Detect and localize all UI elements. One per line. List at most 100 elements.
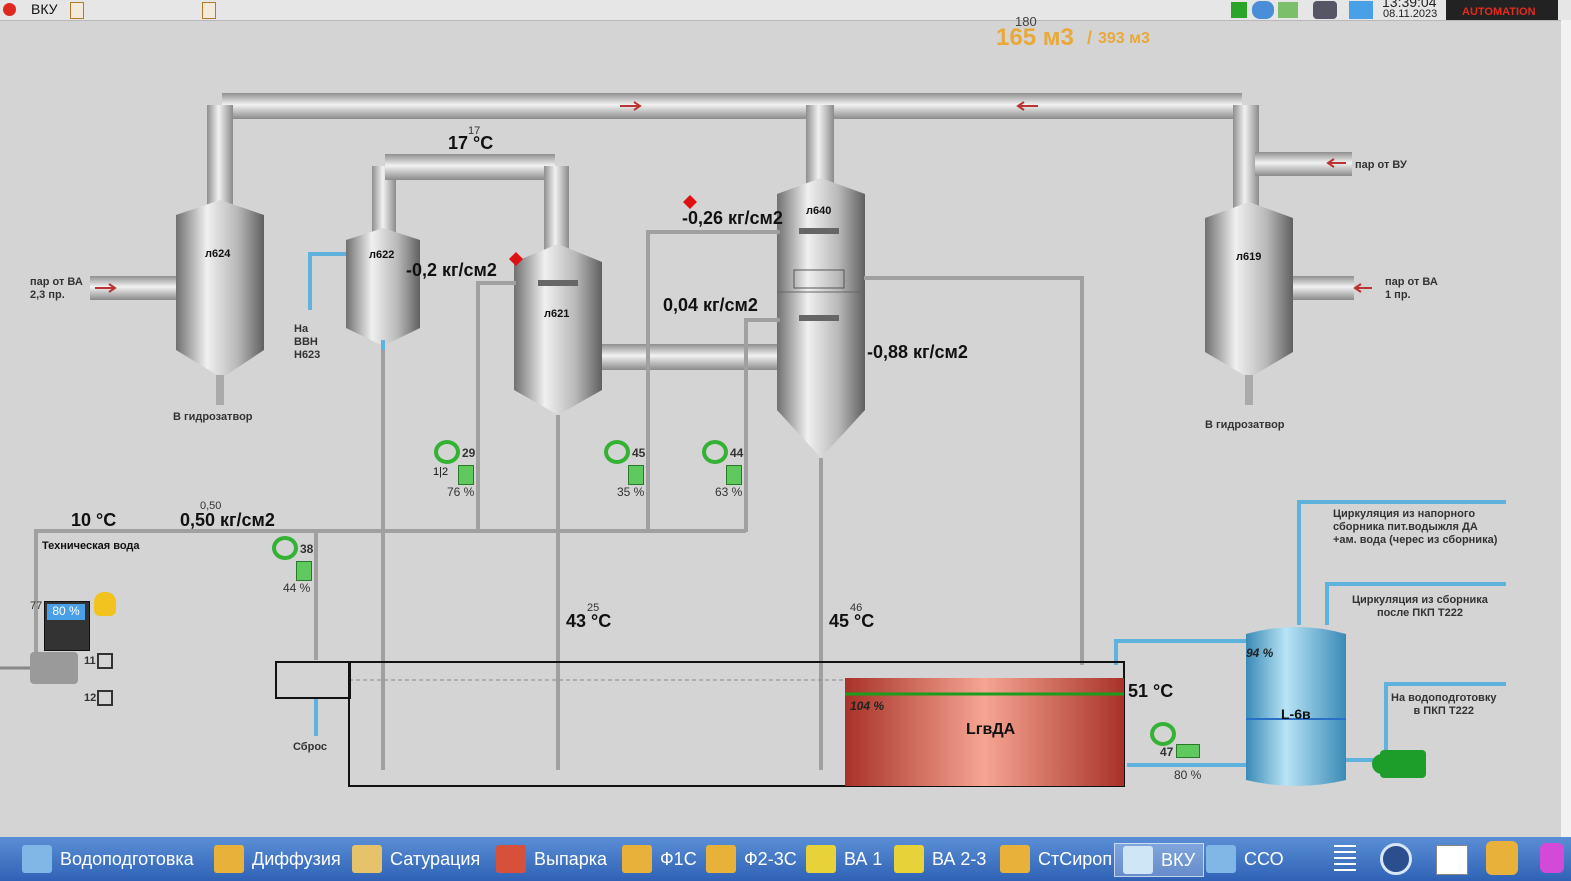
tab-saturaciya[interactable]: Сатурация [352, 843, 480, 875]
tab-va23[interactable]: ВА 2-3 [894, 843, 986, 875]
vessel-l619 [1205, 202, 1293, 378]
control-valve-47[interactable]: 47 80 % [1148, 722, 1208, 782]
steam-vu-label: пар от ВУ [1355, 159, 1407, 171]
alarm-diamond [509, 252, 523, 266]
header-pipe [222, 93, 1242, 119]
motor-switch-icon[interactable] [97, 690, 113, 706]
steam-va23-label: пар от ВА 2,3 пр. [30, 276, 83, 301]
motor-num-11: 11 [84, 655, 96, 667]
vessel-l621 [514, 244, 602, 415]
trend-chart-icon[interactable] [1436, 845, 1468, 875]
tank-lgvda-label: LгвДА [966, 721, 1016, 738]
valve-pct: 35 % [617, 485, 645, 499]
overflow-box [275, 661, 351, 699]
network-icon[interactable] [1278, 2, 1298, 18]
control-valve-38[interactable]: 38 44 % [270, 536, 330, 596]
clock-time: 13:39:04 [1382, 0, 1437, 10]
gear-icon[interactable] [1380, 843, 1412, 875]
tab-vodopodgotovka[interactable]: Водоподготовка [22, 843, 194, 875]
water-treatment-icon [22, 845, 52, 873]
tab-vku[interactable]: ВКУ [1114, 843, 1205, 877]
refresh-icon [1150, 722, 1176, 746]
tab-f1s[interactable]: Ф1С [622, 843, 697, 875]
mail-icon[interactable] [1349, 1, 1373, 19]
valve-pct: 80 % [1174, 768, 1202, 782]
to-water-label: На водоподготовку в ПКП Т222 [1391, 692, 1497, 717]
volume-main: 165 м3 [996, 24, 1074, 51]
pipe-l621-l640 [600, 344, 780, 370]
control-valve-44[interactable]: 44 63 % [700, 440, 760, 500]
tab-f23s[interactable]: Ф2-3С [706, 843, 797, 875]
chat-icon[interactable] [1252, 1, 1274, 19]
brand-text: AUTOMATION [1462, 6, 1536, 18]
menu-icon[interactable] [1334, 845, 1356, 873]
pump-level: 80 % [47, 604, 85, 620]
refresh-icon [272, 536, 298, 560]
pipe-cross-top [385, 154, 555, 180]
volume-sep: / [1087, 28, 1093, 48]
valve-id: 38 [300, 542, 314, 556]
vku-icon [1123, 846, 1153, 874]
touch-icon[interactable] [1540, 843, 1564, 873]
valve-pre: 1|2 [433, 466, 449, 478]
report-icon[interactable] [70, 2, 84, 19]
report-icon[interactable] [202, 2, 216, 19]
vessel-l622-label: л622 [369, 249, 395, 261]
vessel-l621-label: л621 [544, 308, 570, 320]
tab-diffuziya[interactable]: Диффузия [214, 843, 341, 875]
volume-total: 393 м3 [1098, 30, 1150, 47]
circ2-label: Циркуляция из сборника после ПКП Т222 [1352, 594, 1488, 619]
evaporation-icon [496, 845, 526, 873]
add-icon[interactable] [1231, 2, 1247, 18]
valve-id: 45 [632, 446, 646, 460]
motor-switch-icon[interactable] [97, 653, 113, 669]
sso-icon [1206, 845, 1236, 873]
circ1-label: Циркуляция из напорного сборника пит.вод… [1333, 508, 1498, 546]
press-mid: 0,04 кг/см2 [663, 295, 758, 315]
temp-45-small: 46 [850, 602, 863, 614]
pipe-down-l619 [1233, 105, 1259, 210]
hand-icon[interactable] [94, 592, 116, 616]
steam-va1-label: пар от ВА 1 пр. [1385, 276, 1438, 301]
vessel-l640-label: л640 [806, 205, 832, 217]
temp-43-small: 25 [587, 602, 600, 614]
refresh-icon [702, 440, 728, 464]
press-l640-top: -0,26 кг/см2 [682, 208, 783, 228]
brand-logo [1446, 0, 1558, 20]
pipe-l621-top [544, 166, 569, 251]
valve-body-icon [296, 561, 312, 581]
engineer-icon[interactable] [1486, 841, 1518, 875]
valve-body-icon [1176, 744, 1200, 758]
temp-water: 10 °С [71, 510, 117, 530]
tab-stsirop[interactable]: СтСироп [1000, 843, 1112, 875]
control-valve-29[interactable]: 29 1|2 76 % [432, 440, 492, 500]
tab-va1[interactable]: ВА 1 [806, 843, 882, 875]
valve-pct: 76 % [447, 485, 475, 499]
process-diagram [0, 93, 1506, 787]
va1-icon [806, 845, 836, 873]
saturation-icon [352, 845, 382, 873]
tab-sso[interactable]: ССО [1206, 843, 1284, 875]
tank-level: 104 % [850, 699, 885, 713]
valve-body-icon [628, 465, 644, 485]
control-valve-45[interactable]: 45 35 % [602, 440, 662, 500]
level-display[interactable]: 80 % [44, 601, 90, 651]
pipe-down-l624 [207, 105, 233, 210]
user-icon[interactable] [1313, 1, 1337, 19]
motor-num-12: 12 [84, 692, 97, 704]
pipe-steam-va1 [1290, 276, 1354, 300]
valve-pct: 63 % [715, 485, 743, 499]
pump [1380, 750, 1426, 778]
valve-id: 44 [730, 446, 744, 460]
valve-body-icon [726, 465, 742, 485]
syrup-icon [1000, 845, 1030, 873]
vessel-l619-label: л619 [1236, 251, 1262, 263]
scrollbar[interactable] [1561, 20, 1571, 837]
hydro-left-label: В гидрозатвор [173, 411, 253, 423]
tab-vyparka[interactable]: Выпарка [496, 843, 607, 875]
tank-right-level: 94 % [1246, 646, 1274, 660]
valve-body-icon [458, 465, 474, 485]
close-icon[interactable] [3, 3, 16, 16]
window-title: ВКУ [31, 1, 58, 17]
vessel-l624-label: л624 [205, 248, 231, 260]
